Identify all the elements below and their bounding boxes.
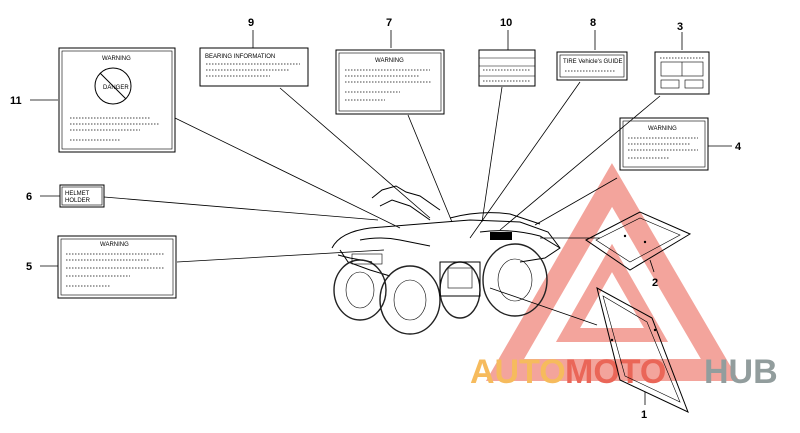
- part-2-sticker: [585, 211, 692, 271]
- leader-lines: [30, 30, 732, 405]
- label-7-warning: WARNING: [335, 49, 445, 115]
- callout-7: 7: [386, 17, 392, 29]
- callout-6: 6: [26, 191, 32, 203]
- label-8-tire-guide: TIRE Vehicle's GUIDE: [556, 51, 628, 81]
- label-11-danger-text: DANGER: [103, 85, 129, 91]
- label-7-warning-text: WARNING: [375, 58, 404, 64]
- callout-1: 1: [641, 409, 647, 421]
- callout-8: 8: [590, 17, 596, 29]
- callout-10: 10: [500, 17, 512, 29]
- watermark-auto: AUTO: [470, 353, 566, 391]
- watermark-moto: MOTO: [565, 353, 666, 391]
- label-5-warning: WARNING: [57, 235, 177, 299]
- label-11-warning-text: WARNING: [102, 56, 131, 62]
- label-6-line1: HELMET: [65, 191, 90, 197]
- callout-11: 11: [10, 95, 22, 107]
- watermark-triangle-icon: [485, 163, 740, 381]
- label-4-warning: WARNING: [619, 117, 709, 171]
- label-9-title: BEARING INFORMATION: [205, 54, 275, 60]
- label-5-warning-text: WARNING: [100, 242, 129, 248]
- callout-4: 4: [735, 141, 742, 153]
- label-6-line2: HOLDER: [65, 198, 91, 204]
- watermark-hub: HUB: [704, 353, 778, 391]
- label-4-warning-text: WARNING: [648, 126, 677, 132]
- label-10: [478, 49, 536, 87]
- callout-2: 2: [652, 277, 658, 289]
- label-11-warning: WARNING DANGER: [58, 47, 176, 153]
- label-6-helmet-holder: HELMET HOLDER: [59, 184, 105, 208]
- label-9-bearing-info: BEARING INFORMATION: [199, 47, 309, 87]
- callout-9: 9: [248, 17, 254, 29]
- label-8-title: TIRE Vehicle's GUIDE: [563, 59, 623, 65]
- part-1-panel: [596, 287, 689, 413]
- watermark-logo: AUTO MOTO HUB: [470, 163, 778, 391]
- callout-3: 3: [677, 21, 683, 33]
- label-3: [654, 51, 710, 95]
- callout-5: 5: [26, 261, 32, 273]
